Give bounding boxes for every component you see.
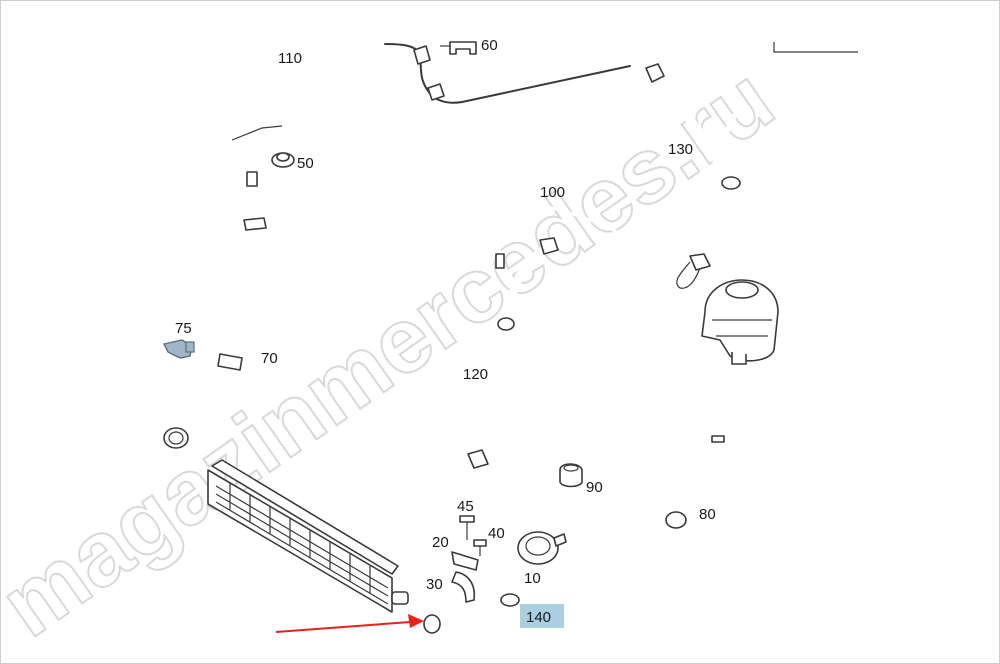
callout-50[interactable]: 50 bbox=[297, 155, 314, 172]
grommet-50[interactable] bbox=[271, 152, 295, 168]
callout-60[interactable]: 60 bbox=[481, 37, 498, 54]
bracket-20[interactable] bbox=[451, 551, 479, 571]
hose-120[interactable] bbox=[465, 237, 559, 433]
sensor-75[interactable] bbox=[162, 339, 195, 359]
bolt-40[interactable] bbox=[473, 539, 487, 556]
bolt-45[interactable] bbox=[459, 515, 475, 540]
callout-90[interactable]: 90 bbox=[586, 479, 603, 496]
bracket-30[interactable] bbox=[451, 571, 476, 603]
hose-70[interactable] bbox=[163, 217, 268, 449]
callout-75[interactable]: 75 bbox=[175, 320, 192, 337]
hose-80[interactable] bbox=[467, 433, 725, 551]
pump-10[interactable] bbox=[517, 531, 567, 565]
clip-60[interactable] bbox=[440, 41, 477, 55]
clip-90[interactable] bbox=[559, 463, 583, 488]
callout-30[interactable]: 30 bbox=[426, 576, 443, 593]
hose-140[interactable] bbox=[423, 593, 520, 634]
callout-45[interactable]: 45 bbox=[457, 498, 474, 515]
corner-mark bbox=[773, 42, 858, 53]
hose-110[interactable] bbox=[223, 40, 631, 189]
pointer-arrow bbox=[275, 614, 424, 633]
callout-130[interactable]: 130 bbox=[668, 141, 693, 158]
callout-100[interactable]: 100 bbox=[540, 184, 565, 201]
hose-100[interactable] bbox=[495, 199, 711, 289]
callout-10[interactable]: 10 bbox=[524, 570, 541, 587]
callout-110[interactable]: 110 bbox=[278, 50, 302, 67]
radiator[interactable] bbox=[207, 459, 409, 613]
callout-70[interactable]: 70 bbox=[261, 350, 278, 367]
callout-140-highlight bbox=[520, 604, 564, 628]
hose-130[interactable] bbox=[645, 63, 765, 231]
callout-120[interactable]: 120 bbox=[463, 366, 488, 383]
callout-20[interactable]: 20 bbox=[432, 534, 449, 551]
callout-40[interactable]: 40 bbox=[488, 525, 505, 542]
callout-80[interactable]: 80 bbox=[699, 506, 716, 523]
expansion-tank[interactable] bbox=[701, 279, 779, 365]
